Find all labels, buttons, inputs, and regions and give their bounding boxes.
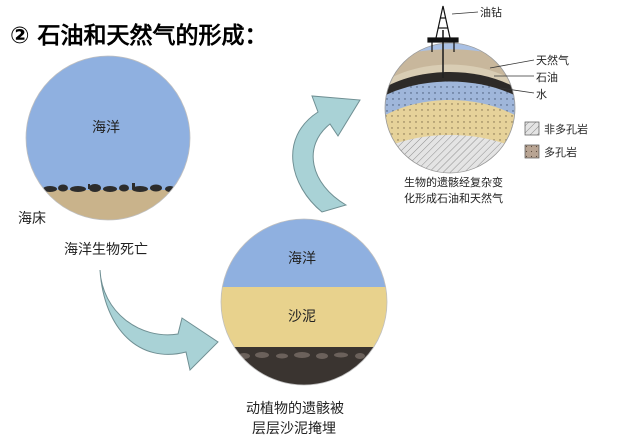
stage1-circle [25, 55, 191, 221]
legend-porous-label: 多孔岩 [544, 146, 577, 159]
gas-label: 天然气 [536, 54, 569, 67]
page-title: ② 石油和天然气的形成： [10, 23, 268, 49]
stage2-sea-label: 海洋 [288, 251, 316, 267]
stage1-caption: 海洋生物死亡 [64, 242, 148, 258]
legend-nonporous-label: 非多孔岩 [544, 123, 588, 136]
oil-rig-icon [427, 5, 459, 52]
rig-label: 油钻 [480, 6, 502, 19]
stage3-caption-line2: 化形成石油和天然气 [404, 192, 503, 205]
stage1-sea-label: 海洋 [92, 120, 120, 136]
stage1-seabed-label: 海床 [18, 211, 46, 227]
stage2-caption-line1: 动植物的遗骸被 [246, 401, 344, 417]
water-label: 水 [536, 88, 547, 101]
oil-label: 石油 [536, 71, 558, 84]
curved-arrow-icon [292, 95, 361, 213]
legend-swatch-nonporous [524, 121, 540, 136]
stage3-caption-line1: 生物的遗骸经复杂变 [404, 176, 503, 189]
stage3-circle [384, 30, 516, 174]
leader-lines [451, 11, 535, 94]
legend-swatch-porous [524, 144, 540, 159]
stage2-sand-label: 沙泥 [288, 309, 316, 325]
stage2-caption-line2: 层层沙泥掩埋 [252, 421, 336, 437]
curved-arrow-icon [99, 269, 219, 371]
